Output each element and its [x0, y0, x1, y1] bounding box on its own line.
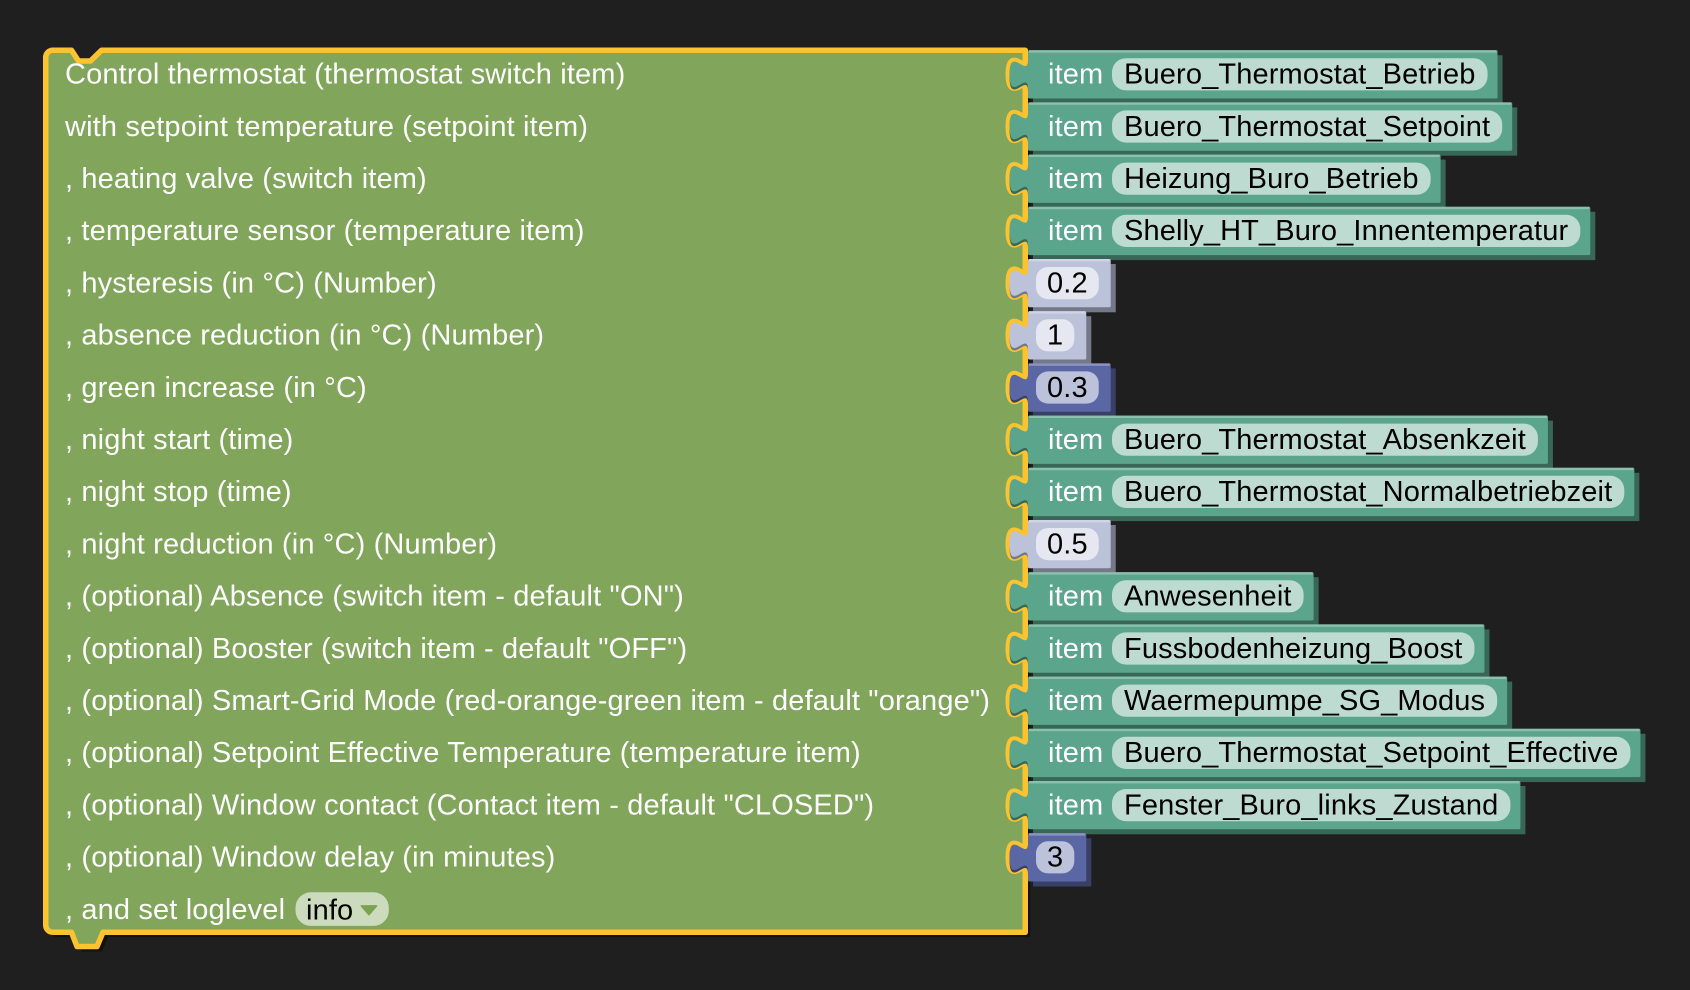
- svg-text:item: item: [1048, 476, 1103, 508]
- svg-text:item: item: [1048, 424, 1103, 456]
- svg-text:item: item: [1048, 789, 1103, 821]
- svg-text:Buero_Thermostat_Absenkzeit: Buero_Thermostat_Absenkzeit: [1124, 424, 1526, 456]
- svg-text:Buero_Thermostat_Normalbetrieb: Buero_Thermostat_Normalbetriebzeit: [1124, 476, 1612, 508]
- svg-text:0.5: 0.5: [1047, 528, 1088, 560]
- svg-text:item: item: [1048, 59, 1103, 91]
- svg-text:, and set loglevel: , and set loglevel: [65, 894, 285, 926]
- svg-text:with setpoint temperature (set: with setpoint temperature (setpoint item…: [64, 111, 588, 143]
- svg-text:, (optional) Window contact (C: , (optional) Window contact (Contact ite…: [65, 789, 874, 821]
- svg-text:, (optional) Window delay (in: , (optional) Window delay (in minutes): [65, 842, 555, 874]
- svg-text:, hysteresis (in °C) (Number): , hysteresis (in °C) (Number): [65, 267, 437, 299]
- svg-text:, night start (time): , night start (time): [65, 424, 293, 456]
- svg-text:, green increase (in °C): , green increase (in °C): [65, 372, 367, 404]
- svg-text:, heating valve (switch item): , heating valve (switch item): [65, 163, 427, 195]
- svg-text:Anwesenheit: Anwesenheit: [1124, 581, 1292, 613]
- svg-text:Buero_Thermostat_Betrieb: Buero_Thermostat_Betrieb: [1124, 59, 1476, 91]
- svg-text:0.3: 0.3: [1047, 372, 1088, 404]
- svg-text:Control thermostat (thermostat: Control thermostat (thermostat switch it…: [65, 59, 625, 91]
- svg-text:item: item: [1048, 215, 1103, 247]
- svg-text:item: item: [1048, 633, 1103, 665]
- svg-text:Fenster_Buro_links_Zustand: Fenster_Buro_links_Zustand: [1124, 789, 1498, 821]
- svg-text:, (optional) Setpoint Effectiv: , (optional) Setpoint Effective Temperat…: [65, 737, 861, 769]
- svg-text:item: item: [1048, 111, 1103, 143]
- svg-text:item: item: [1048, 737, 1103, 769]
- svg-text:, temperature sensor (temperat: , temperature sensor (temperature item): [65, 215, 585, 247]
- svg-text:, absence reduction (in °C) (N: , absence reduction (in °C) (Number): [65, 320, 544, 352]
- svg-text:item: item: [1048, 685, 1103, 717]
- svg-text:item: item: [1048, 581, 1103, 613]
- svg-text:, (optional) Absence (switch i: , (optional) Absence (switch item - defa…: [65, 581, 684, 613]
- svg-text:Shelly_HT_Buro_Innentemperatur: Shelly_HT_Buro_Innentemperatur: [1124, 215, 1568, 247]
- svg-text:Waermepumpe_SG_Modus: Waermepumpe_SG_Modus: [1124, 685, 1485, 717]
- svg-text:Heizung_Buro_Betrieb: Heizung_Buro_Betrieb: [1124, 163, 1419, 195]
- svg-text:Buero_Thermostat_Setpoint: Buero_Thermostat_Setpoint: [1124, 111, 1490, 143]
- svg-text:, (optional) Booster (switch i: , (optional) Booster (switch item - defa…: [65, 633, 687, 665]
- svg-text:, night reduction (in °C) (Num: , night reduction (in °C) (Number): [65, 528, 497, 560]
- svg-text:item: item: [1048, 163, 1103, 195]
- svg-text:, night stop (time): , night stop (time): [65, 476, 292, 508]
- svg-text:, (optional) Smart-Grid Mode (: , (optional) Smart-Grid Mode (red-orange…: [65, 685, 990, 717]
- svg-text:3: 3: [1047, 842, 1063, 874]
- svg-text:Buero_Thermostat_Setpoint_Effe: Buero_Thermostat_Setpoint_Effective: [1124, 737, 1618, 769]
- svg-text:info: info: [306, 894, 353, 926]
- svg-text:0.2: 0.2: [1047, 267, 1088, 299]
- svg-text:1: 1: [1047, 320, 1063, 352]
- svg-text:Fussbodenheizung_Boost: Fussbodenheizung_Boost: [1124, 633, 1462, 665]
